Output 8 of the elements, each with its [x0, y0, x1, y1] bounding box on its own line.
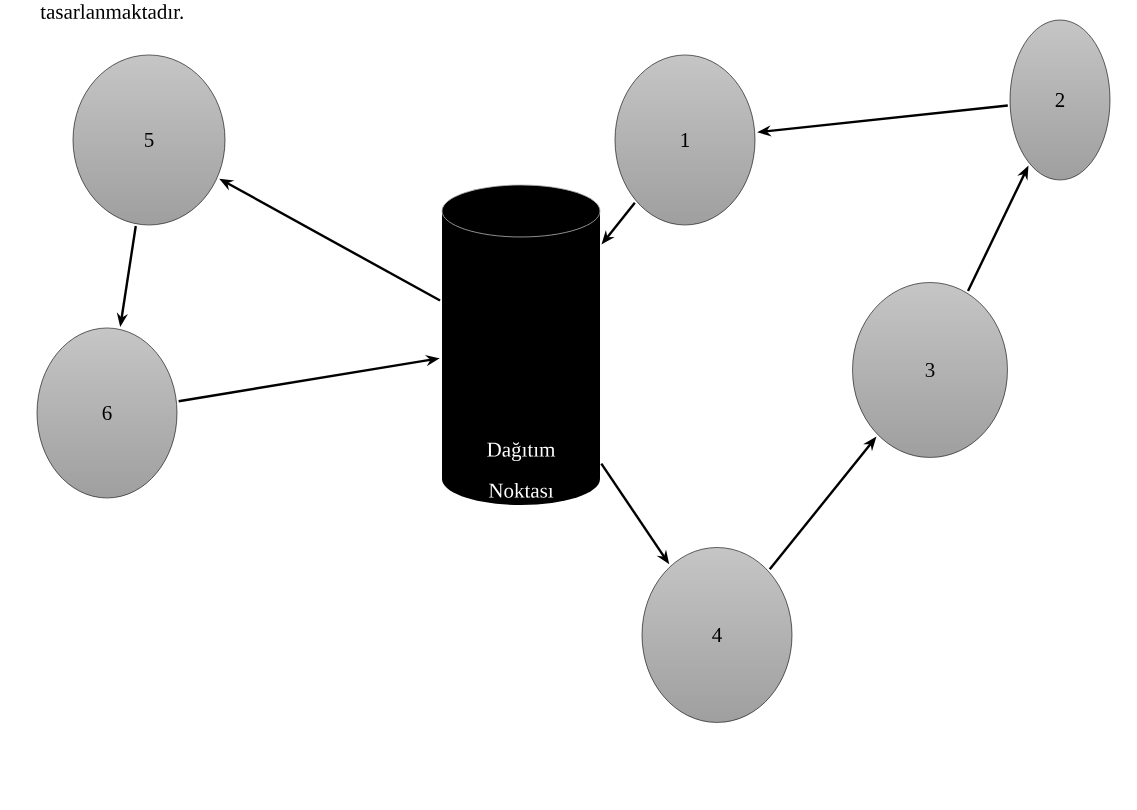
circle-node: 5: [72, 54, 226, 226]
circle-node: 1: [614, 54, 756, 226]
note-text: tasarlanmaktadır.: [40, 4, 183, 20]
circle-node: 2: [1009, 19, 1111, 181]
circle-node: 4: [641, 547, 793, 723]
circle-node: 6: [36, 327, 178, 499]
cylinder-node: Dağıtım Noktası: [441, 184, 601, 505]
circle-node: 3: [852, 282, 1008, 458]
